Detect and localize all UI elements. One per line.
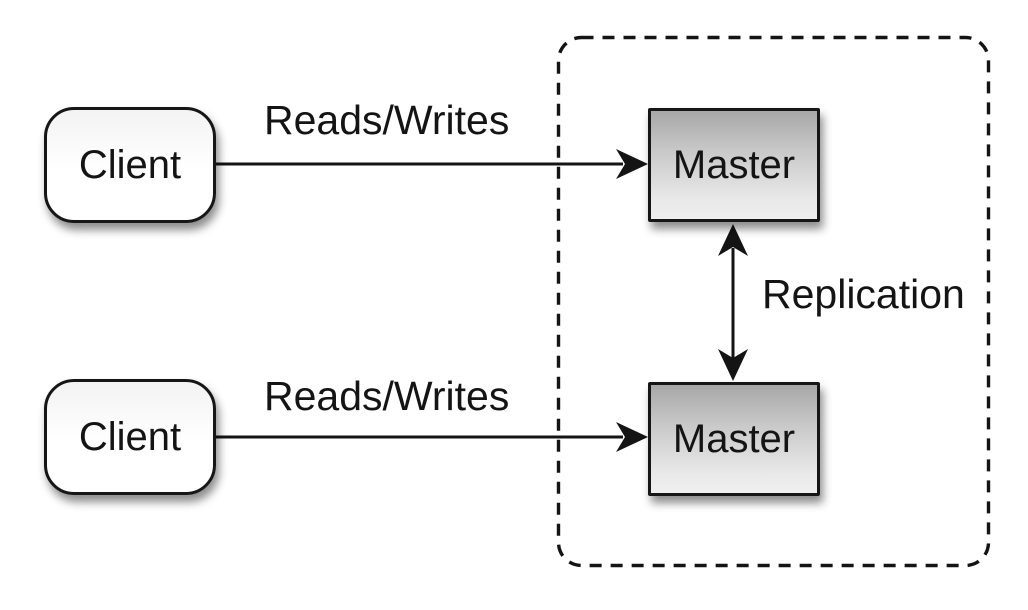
arrowhead-right-icon [616, 422, 648, 452]
node-master-2-label: Master [672, 417, 796, 461]
arrow-client2-master2 [216, 422, 648, 452]
node-client-1: Client [44, 107, 216, 223]
arrowhead-up-icon [718, 224, 748, 256]
node-client-2: Client [44, 379, 216, 495]
node-client-1-label: Client [78, 143, 182, 187]
node-master-2: Master [648, 382, 820, 496]
node-master-1: Master [648, 108, 820, 222]
arrowhead-right-icon [616, 149, 648, 179]
node-master-1-label: Master [672, 143, 796, 187]
arrow-client1-master1 [216, 149, 648, 179]
edge-label-reads-writes-top: Reads/Writes [264, 97, 510, 143]
edge-label-replication: Replication [762, 271, 965, 317]
arrow-replication-double [718, 224, 748, 381]
arrowhead-down-icon [718, 349, 748, 381]
node-client-2-label: Client [78, 415, 182, 459]
edge-label-reads-writes-bottom: Reads/Writes [264, 373, 510, 419]
